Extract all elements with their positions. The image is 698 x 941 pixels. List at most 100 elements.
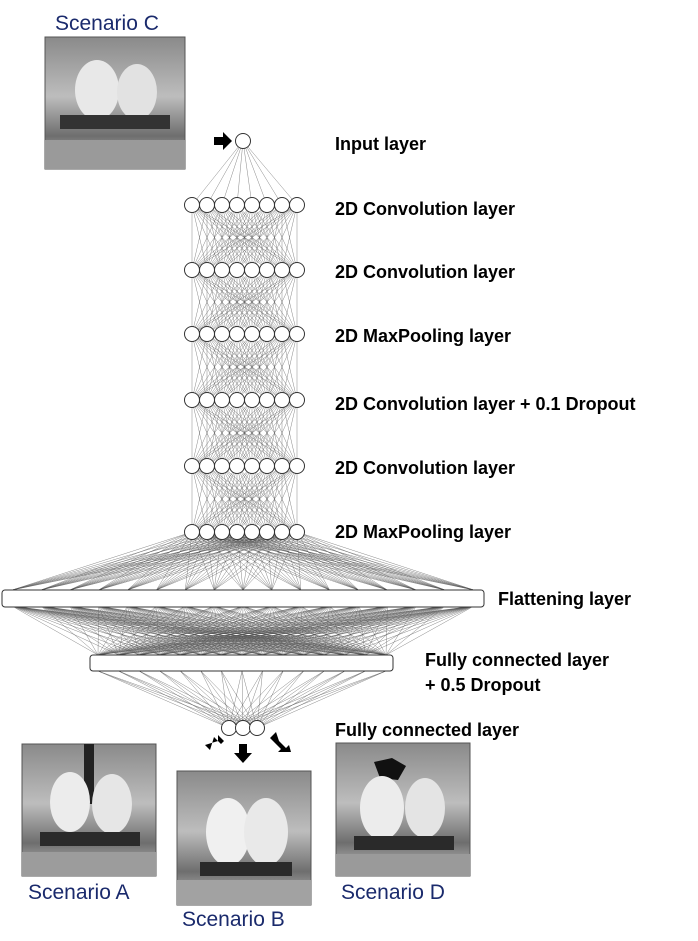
connection-line <box>191 399 208 467</box>
connection-line <box>236 399 298 467</box>
connection-line <box>118 605 186 656</box>
connection-line <box>266 269 298 335</box>
connection-line <box>191 465 283 533</box>
connection-line <box>191 204 283 271</box>
layer-label-input: Input layer <box>335 134 426 154</box>
connection-line <box>214 531 283 591</box>
connection-line <box>118 605 272 656</box>
connection-line <box>127 605 222 656</box>
output-arrow-left-icon <box>205 735 224 750</box>
connection-line <box>242 140 253 206</box>
input-arrow-icon <box>214 132 232 150</box>
connection-line <box>256 670 345 729</box>
connection-line <box>200 670 244 729</box>
connection-line <box>180 605 330 656</box>
connection-line <box>11 605 181 656</box>
connection-line <box>97 605 359 656</box>
connection-line <box>206 531 301 591</box>
connection-line <box>236 531 244 591</box>
connection-line <box>236 269 298 335</box>
connection-line <box>281 531 417 591</box>
layer-node <box>214 197 230 213</box>
connection-line <box>296 531 388 591</box>
connection-line <box>191 269 253 335</box>
connection-line <box>221 333 298 401</box>
connection-line <box>11 605 140 656</box>
connection-line <box>191 269 208 335</box>
connection-line <box>191 465 238 533</box>
layer-node <box>229 458 245 474</box>
output-arrow-down-icon <box>234 744 252 763</box>
connection-line <box>191 399 298 467</box>
layer-node <box>259 458 275 474</box>
connection-line <box>281 204 298 271</box>
connection-line <box>97 605 272 656</box>
connection-line <box>266 531 273 591</box>
connection-line <box>191 399 268 467</box>
connection-line <box>221 605 446 656</box>
connection-line <box>191 465 253 533</box>
connection-line <box>206 531 215 591</box>
layer-node <box>274 392 290 408</box>
layer-node <box>214 326 230 342</box>
connection-line <box>11 531 208 591</box>
connection-line <box>191 465 208 533</box>
connection-line <box>191 204 298 271</box>
connection-line <box>180 605 388 656</box>
connection-line <box>191 465 223 533</box>
connection-line <box>251 531 417 591</box>
connection-line <box>221 605 359 656</box>
connection-line <box>118 670 258 729</box>
connection-line <box>127 531 283 591</box>
layer-node <box>199 524 215 540</box>
connection-line <box>221 531 330 591</box>
connection-line <box>191 333 298 401</box>
connection-line <box>40 605 119 656</box>
connection-line <box>228 670 304 729</box>
connection-line <box>156 531 193 591</box>
connection-line <box>200 605 359 656</box>
connection-line <box>221 465 298 533</box>
connection-line <box>139 670 244 729</box>
layer-label-maxpool-2: 2D MaxPooling layer <box>335 522 511 542</box>
output-node <box>235 720 251 736</box>
layer-label-dense-2: Fully connected layer <box>335 720 519 740</box>
connection-line <box>221 531 273 591</box>
connection-line <box>191 204 223 271</box>
connection-line <box>97 605 157 656</box>
connection-line <box>98 531 298 591</box>
connection-line <box>242 140 283 206</box>
connection-line <box>127 531 193 591</box>
network-connections <box>11 140 475 729</box>
connection-line <box>191 333 268 401</box>
connection-line <box>159 670 244 729</box>
connection-line <box>191 531 244 591</box>
connection-line <box>69 605 99 656</box>
connection-line <box>191 531 272 591</box>
layer-node <box>274 458 290 474</box>
layer-node <box>289 197 305 213</box>
connection-line <box>221 605 417 656</box>
connection-line <box>266 531 301 591</box>
connection-line <box>242 531 283 591</box>
connection-line <box>221 605 388 656</box>
connection-line <box>191 204 253 271</box>
connection-line <box>303 605 475 656</box>
layer-node <box>274 326 290 342</box>
connection-line <box>200 605 301 656</box>
connection-line <box>251 204 298 271</box>
connection-line <box>11 605 160 656</box>
connection-line <box>228 670 366 729</box>
connection-line <box>296 531 417 591</box>
connection-line <box>236 531 388 591</box>
connection-line <box>191 204 268 271</box>
connection-line <box>206 531 272 591</box>
connection-line <box>139 670 230 729</box>
connection-line <box>180 605 417 656</box>
connection-line <box>191 333 238 401</box>
connection-line <box>159 605 446 656</box>
connection-line <box>200 670 230 729</box>
layer-node <box>259 262 275 278</box>
connection-line <box>221 605 475 656</box>
layer-label-conv-1: 2D Convolution layer <box>335 199 515 219</box>
